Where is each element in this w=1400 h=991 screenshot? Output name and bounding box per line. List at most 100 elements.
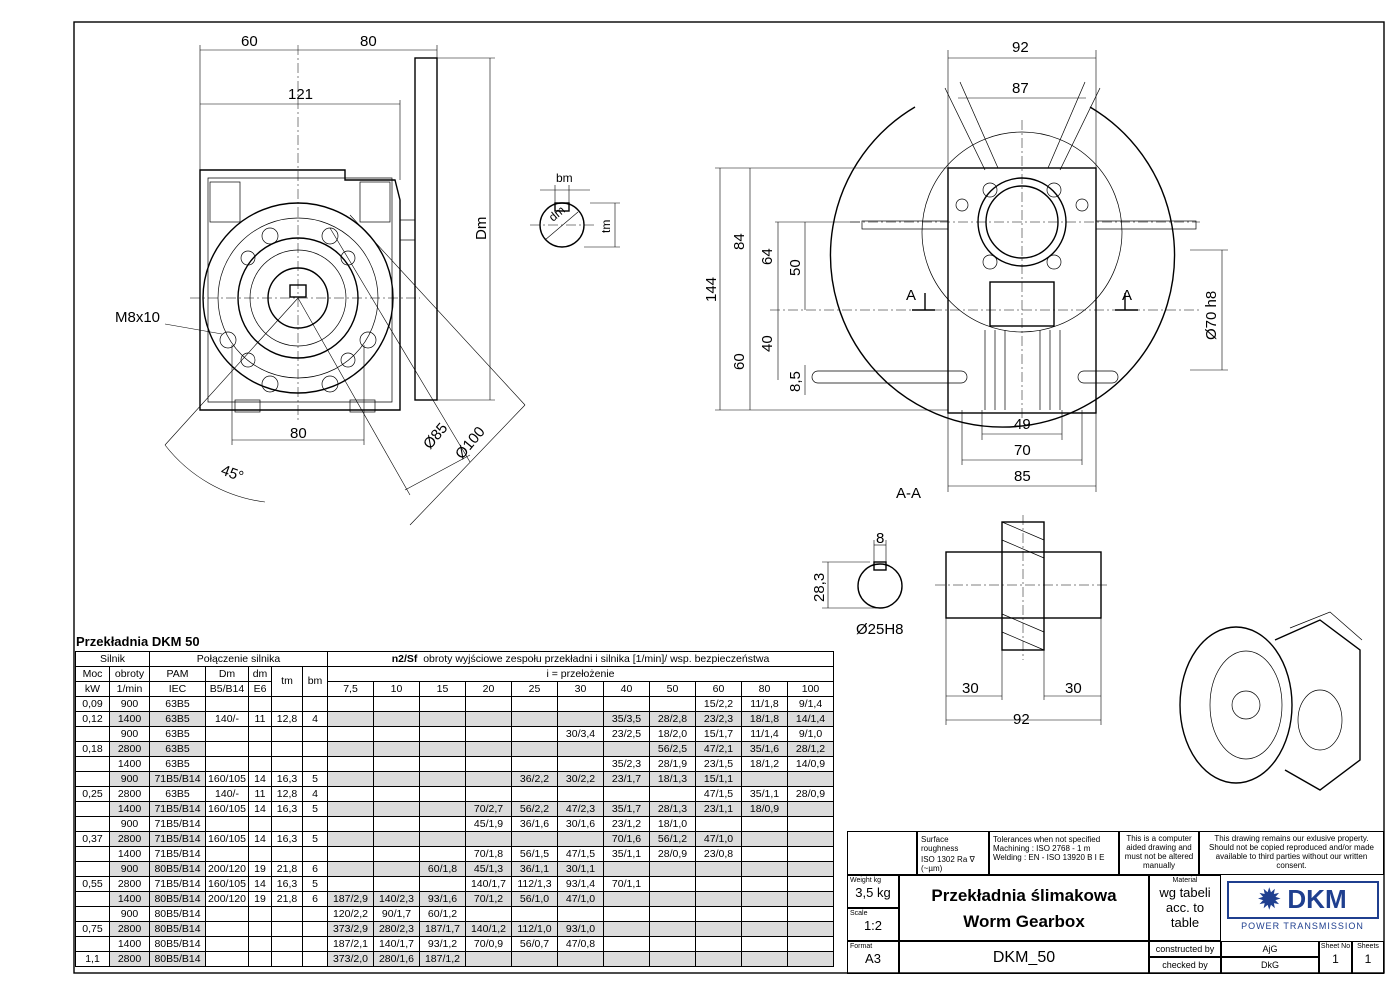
cell-ratio-value (373, 831, 420, 847)
cell-dme6: 14 (248, 831, 272, 847)
cell-ratio-value: 23/0,8 (695, 846, 742, 862)
cell-ratio-value (511, 741, 558, 757)
cell-bm: 5 (302, 771, 328, 787)
cell-ratio-value: 70/2,7 (465, 801, 512, 817)
cell-moc: 0,25 (75, 786, 110, 802)
cell-dme6 (248, 696, 272, 712)
ratio-header: 15 (419, 681, 466, 697)
cell-tm: 16,3 (271, 771, 303, 787)
cell-moc: 0,12 (75, 711, 110, 727)
cell-ratio-value (465, 711, 512, 727)
cell-ratio-value (741, 771, 788, 787)
cell-ratio-value: 70/0,9 (465, 936, 512, 952)
cell-ratio-value: 28/1,2 (787, 741, 834, 757)
cell-pam: 71B5/B14 (149, 846, 206, 862)
cell-obr: 900 (109, 771, 150, 787)
cell-ratio-value (695, 891, 742, 907)
ratio-header: 20 (465, 681, 512, 697)
cell-obr: 2800 (109, 741, 150, 757)
dim-92-bottom: 92 (1013, 711, 1030, 728)
cell-ratio-value (741, 891, 788, 907)
cell-ratio-value: 56/2,2 (511, 801, 558, 817)
cell-ratio-value (419, 786, 466, 802)
cell-ratio-value (695, 861, 742, 877)
cell-ratio-value: 15/1,1 (695, 771, 742, 787)
cell-ratio-value: 9/1,4 (787, 696, 834, 712)
cell-ratio-value (465, 726, 512, 742)
side-view (715, 50, 1228, 492)
cell-ratio-value: 47/0,8 (557, 936, 604, 952)
cell-dme6: 19 (248, 891, 272, 907)
cell-ratio-value: 9/1,0 (787, 726, 834, 742)
dim-144: 144 (703, 277, 720, 302)
cell-ratio-value: 23/2,5 (603, 726, 650, 742)
cell-pam: 63B5 (149, 696, 206, 712)
cell-pam: 71B5/B14 (149, 801, 206, 817)
cell-ratio-value (419, 846, 466, 862)
cell-ratio-value: 28/2,8 (649, 711, 696, 727)
cell-ratio-value (603, 951, 650, 967)
cell-dme6 (248, 756, 272, 772)
um-label: (~µm) (921, 864, 943, 873)
dim-121: 121 (288, 86, 313, 103)
cell-moc (75, 726, 110, 742)
cell-ratio-value (419, 741, 466, 757)
dim-85-bottom: 85 (1014, 468, 1031, 485)
section-mark-a-right: A (1122, 287, 1132, 304)
cell-ratio-value (327, 711, 374, 727)
cell-ratio-value (787, 801, 834, 817)
cell-obr: 900 (109, 696, 150, 712)
cell-pam: 80B5/B14 (149, 921, 206, 937)
header-b5b14: B5/B14 (205, 681, 249, 697)
dim-bm: bm (556, 171, 573, 185)
dim-d70h8: Ø70 h8 (1203, 291, 1220, 340)
ratio-header: 10 (373, 681, 420, 697)
material-value: wg tabeli acc. to table (1159, 885, 1211, 930)
cell-dme6 (248, 906, 272, 922)
cell-ratio-value (327, 846, 374, 862)
ratio-header: 7,5 (327, 681, 374, 697)
cell-bm (302, 756, 328, 772)
cell-ratio-value (787, 891, 834, 907)
cell-bm: 5 (302, 831, 328, 847)
cell-dme6 (248, 846, 272, 862)
cell-ratio-value (419, 711, 466, 727)
cell-dme6: 14 (248, 771, 272, 787)
cell-ratio-value (787, 861, 834, 877)
cell-tm: 12,8 (271, 786, 303, 802)
cell-ratio-value (419, 816, 466, 832)
cell-ratio-value: 47/1,5 (695, 786, 742, 802)
cell-ratio-value: 93/1,4 (557, 876, 604, 892)
roughness-spec: ISO 1302 Ra ∇ (~µm) (921, 855, 975, 873)
cell-ratio-value (373, 771, 420, 787)
cell-ratio-value (465, 906, 512, 922)
cell-ratio-value: 56/1,5 (511, 846, 558, 862)
cell-ratio-value (419, 771, 466, 787)
cell-tm (271, 846, 303, 862)
dim-dm: dm (546, 203, 568, 224)
tb-drawing-no: DKM_50 (899, 941, 1149, 974)
cell-moc (75, 846, 110, 862)
cell-ratio-value: 11/1,8 (741, 696, 788, 712)
cell-ratio-value (787, 936, 834, 952)
cell-ratio-value (511, 756, 558, 772)
title-block: Surface roughness ISO 1302 Ra ∇ (~µm) To… (847, 831, 1384, 974)
cell-obr: 1400 (109, 936, 150, 952)
cell-bm: 4 (302, 786, 328, 802)
ratio-header: 40 (603, 681, 650, 697)
cell-pam: 80B5/B14 (149, 951, 206, 967)
cell-ratio-value: 18/2,0 (649, 726, 696, 742)
cell-ratio-value (787, 876, 834, 892)
tb-cad-note: This is a computer aided drawing and mus… (1119, 831, 1199, 875)
cell-ratio-value (741, 906, 788, 922)
cell-dme6 (248, 816, 272, 832)
cell-moc: 0,09 (75, 696, 110, 712)
cell-ratio-value (373, 756, 420, 772)
cell-ratio-value: 28/0,9 (649, 846, 696, 862)
dim-70: 70 (1014, 442, 1031, 459)
cell-ratio-value: 373/2,0 (327, 951, 374, 967)
title-pl: Przekładnia ślimakowa (931, 886, 1117, 905)
cell-moc (75, 801, 110, 817)
